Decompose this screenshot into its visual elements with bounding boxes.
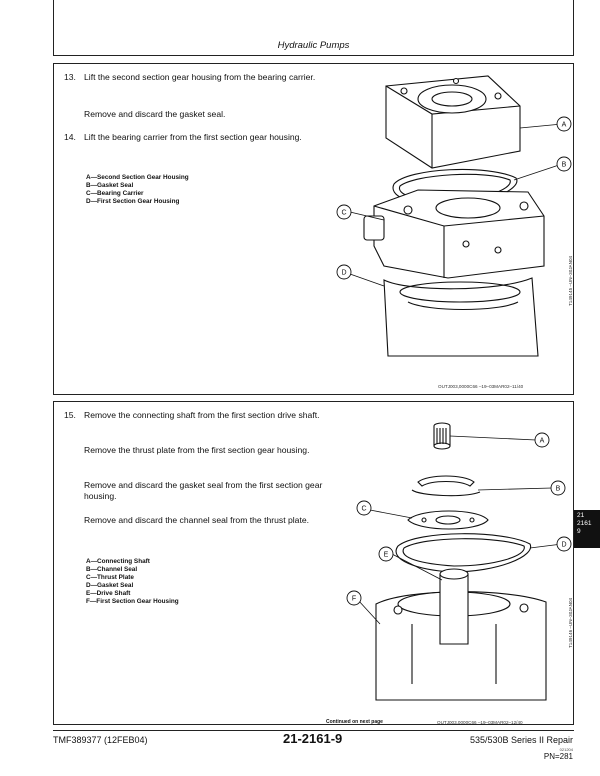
callout-e-marker xyxy=(378,546,394,562)
reference-code: OUTJ003,0000C66 –19–03MAR02–12/40 xyxy=(437,720,523,725)
callout-b-label: B xyxy=(562,162,567,169)
step-number: 15. xyxy=(64,410,76,420)
callout-a-label: A xyxy=(562,122,567,129)
step-13: 13. Lift the second section gear housing… xyxy=(64,72,344,96)
step-15-gasket-seal: Remove and discard the gasket seal from … xyxy=(64,480,344,504)
legend-item: A—Connecting Shaft xyxy=(86,558,150,565)
page-section-title: Hydraulic Pumps xyxy=(277,40,350,51)
section-tab-line: 21 xyxy=(577,512,585,519)
callout-b-marker xyxy=(550,480,566,496)
step-15-channel-seal: Remove and discard the channel seal from… xyxy=(64,515,344,539)
callout-a-marker xyxy=(556,116,572,132)
step-15: 15. Remove the connecting shaft from the… xyxy=(64,410,344,434)
legend-item: B—Channel Seal xyxy=(86,566,138,573)
print-date: 021204 xyxy=(559,747,573,752)
procedure-panel-2: 15. Remove the connecting shaft from the… xyxy=(53,401,574,725)
section-tab-line: 9 xyxy=(577,528,581,535)
callout-d-marker xyxy=(336,264,352,280)
step-14: 14. Lift the bearing carrier from the fi… xyxy=(64,132,344,156)
callout-b-marker xyxy=(556,156,572,172)
figure-id: T149145 –UN–30JAN04 xyxy=(568,255,573,306)
manual-title: 535/530B Series II Repair xyxy=(469,735,573,745)
figure-id: T149146 –UN–30JAN04 xyxy=(568,597,573,648)
reference-code: OUTJ003,0000C66 –19–03MAR02–11/40 xyxy=(438,384,524,389)
callout-c-label: C xyxy=(361,506,366,513)
callout-f-label: F xyxy=(352,596,356,603)
step-number: 13. xyxy=(64,72,76,82)
header-right-rule xyxy=(573,0,574,56)
legend-item: B—Gasket Seal xyxy=(86,182,134,189)
page-number: 21-2161-9 xyxy=(283,731,343,746)
callout-b-label: B xyxy=(556,486,561,493)
legend-item: E—Drive Shaft xyxy=(86,590,131,597)
legend-item: C—Bearing Carrier xyxy=(86,190,144,197)
callout-d-label: D xyxy=(341,270,346,277)
step-number: 14. xyxy=(64,132,76,142)
callout-e-label: E xyxy=(384,552,389,559)
pn-number: PN=281 xyxy=(543,752,573,761)
header-left-rule xyxy=(53,0,54,56)
pump-disassembly-figure-1: A B C D xyxy=(336,75,572,357)
step-text: Remove and discard the gasket seal from … xyxy=(84,480,323,501)
section-tab: 21 2161 9 xyxy=(574,510,600,548)
step-text: Remove and discard the channel seal from… xyxy=(84,515,309,525)
step-text: Lift the second section gear housing fro… xyxy=(84,72,316,82)
figure-legend: A—Second Section Gear Housing B—Gasket S… xyxy=(86,174,189,206)
callout-f-marker xyxy=(346,590,362,606)
step-text: Remove and discard the gasket seal. xyxy=(84,109,226,119)
callout-c-marker xyxy=(356,500,372,516)
step-13-continued: Remove and discard the gasket seal. xyxy=(64,109,344,121)
callout-a-label: A xyxy=(540,438,545,445)
callout-c-label: C xyxy=(341,210,346,217)
step-text: Remove the connecting shaft from the fir… xyxy=(84,410,320,420)
legend-item: C—Thrust Plate xyxy=(86,574,134,581)
section-tab-line: 2161 xyxy=(577,520,592,527)
callout-a-marker xyxy=(534,432,550,448)
header-rule xyxy=(53,55,574,56)
pump-disassembly-figure-2: A B C D E F xyxy=(346,422,572,701)
step-15-thrust-plate: Remove the thrust plate from the first s… xyxy=(64,445,344,469)
manual-number: TMF389377 (12FEB04) xyxy=(53,735,148,745)
footer-rule xyxy=(53,730,574,731)
step-text: Lift the bearing carrier from the first … xyxy=(84,132,302,142)
callout-c-marker xyxy=(336,204,352,220)
legend-item: A—Second Section Gear Housing xyxy=(86,174,189,181)
figure-legend: A—Connecting Shaft B—Channel Seal C—Thru… xyxy=(86,558,179,606)
callout-d-marker xyxy=(556,536,572,552)
legend-item: D—Gasket Seal xyxy=(86,582,134,589)
callout-d-label: D xyxy=(561,542,566,549)
step-text: Remove the thrust plate from the first s… xyxy=(84,445,310,455)
legend-item: F—First Section Gear Housing xyxy=(86,598,179,605)
continued-note: Continued on next page xyxy=(326,719,383,725)
procedure-panel-1: 13. Lift the second section gear housing… xyxy=(53,63,574,395)
legend-item: D—First Section Gear Housing xyxy=(86,198,180,205)
